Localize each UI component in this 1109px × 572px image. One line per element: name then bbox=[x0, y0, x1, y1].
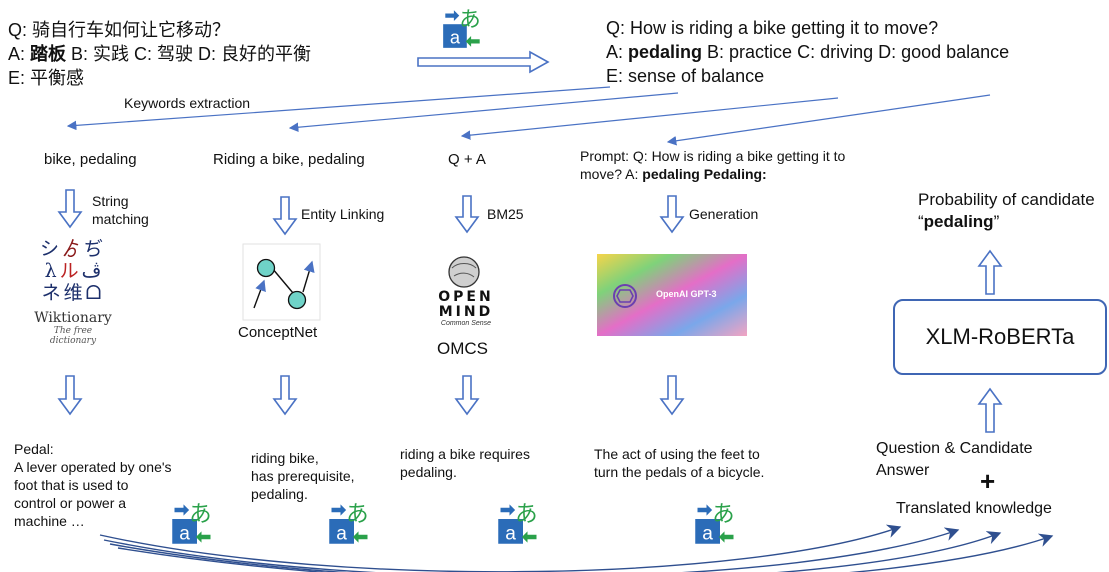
svg-text:a: a bbox=[702, 523, 713, 544]
chinese-question: Q: 骑自行车如何让它移动？ A: 踏板 B: 实践 C: 驾驶 D: 良好的平… bbox=[8, 18, 408, 90]
omcs-logo: OPEN MIND Common Sense bbox=[438, 289, 494, 328]
down-arrows-row2 bbox=[57, 375, 685, 416]
svg-text:あ: あ bbox=[189, 501, 212, 527]
english-question: Q: How is riding a bike getting it to mo… bbox=[606, 16, 1106, 88]
query-4: Prompt: Q: How is riding a bike getting … bbox=[580, 148, 846, 182]
translate-icon: a あ bbox=[441, 7, 484, 55]
knowledge-swoosh-curves bbox=[99, 524, 1054, 572]
svg-text:a: a bbox=[505, 523, 516, 544]
en-e-option: E: sense of balance bbox=[606, 66, 765, 86]
gpt3-tile bbox=[597, 254, 747, 336]
down-arrows-row1 bbox=[57, 189, 685, 236]
en-answer-options: A: pedaling B: practice C: driving D: go… bbox=[606, 42, 1010, 62]
conceptnet-label: ConceptNet bbox=[238, 324, 318, 341]
gpt3-label: OpenAI GPT-3 bbox=[656, 289, 717, 299]
cn-e-option: E: 平衡感 bbox=[8, 68, 85, 88]
keywords-extraction-label: Keywords extraction bbox=[124, 95, 251, 111]
wiktionary-wordmark: Wiktionary bbox=[34, 310, 112, 326]
svg-text:a: a bbox=[179, 523, 190, 544]
query-1: bike, pedaling bbox=[44, 151, 137, 168]
xlm-roberta-box: XLM-RoBERTa bbox=[893, 299, 1107, 375]
openai-logo-icon bbox=[613, 284, 637, 308]
knowledge-3: riding a bike requires pedaling. bbox=[400, 446, 530, 480]
cn-answer-options: A: 踏板 B: 实践 C: 驾驶 D: 良好的平衡 bbox=[8, 44, 312, 64]
wiktionary-tagline: The free dictionary bbox=[49, 326, 97, 346]
translate-flow-arrow bbox=[417, 50, 550, 74]
method-2: Entity Linking bbox=[301, 206, 385, 222]
svg-text:あ: あ bbox=[459, 7, 481, 32]
omcs-label: OMCS bbox=[437, 339, 488, 358]
query-3: Q + A bbox=[448, 151, 486, 168]
extract-arrow-2 bbox=[288, 92, 679, 133]
knowledge-4: The act of using the feet to turn the pe… bbox=[594, 446, 765, 480]
extract-arrow-4 bbox=[666, 94, 991, 146]
extract-arrow-1 bbox=[66, 86, 611, 131]
query-2: Riding a bike, pedaling bbox=[213, 151, 365, 168]
svg-text:あ: あ bbox=[346, 501, 369, 527]
plus-sign: + bbox=[980, 466, 996, 496]
translated-knowledge-label: Translated knowledge bbox=[896, 500, 1052, 517]
method-1: String matching bbox=[92, 193, 149, 227]
svg-text:a: a bbox=[450, 27, 461, 48]
up-arrows-right bbox=[977, 249, 1003, 433]
knowledge-2: riding bike, has prerequisite, pedaling. bbox=[251, 450, 355, 502]
model-label: XLM-RoBERTa bbox=[925, 324, 1075, 349]
probability-label: Probability of candidate “pedaling” bbox=[918, 190, 1095, 231]
method-4: Generation bbox=[689, 206, 759, 222]
cn-q-label: Q: 骑自行车如何让它移动？ bbox=[8, 20, 231, 40]
omcs-brain-icon bbox=[448, 256, 480, 288]
question-candidate-label: Question & Candidate Answer bbox=[876, 440, 1033, 479]
extract-arrow-3 bbox=[460, 97, 839, 140]
svg-text:あ: あ bbox=[515, 501, 538, 527]
en-q-label: Q: How is riding a bike getting it to mo… bbox=[606, 18, 939, 38]
conceptnet-graph-icon bbox=[242, 243, 321, 321]
svg-text:あ: あ bbox=[712, 501, 735, 527]
svg-text:a: a bbox=[336, 523, 347, 544]
knowledge-1: Pedal: A lever operated by one's foot th… bbox=[14, 441, 172, 529]
method-3: BM25 bbox=[487, 206, 524, 222]
